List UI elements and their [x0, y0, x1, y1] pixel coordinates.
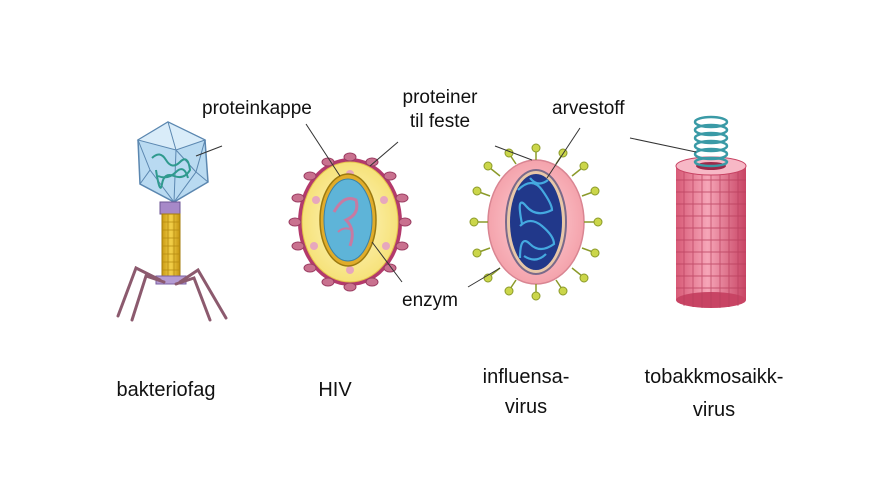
leader-lines: [195, 123, 697, 288]
virus-name-line1: bakteriofag: [116, 379, 216, 401]
virus-name-line2: virus: [504, 396, 548, 418]
virus-name-influensavirus: influensa- virus: [462, 362, 590, 422]
label-proteiner-line1: proteiner: [402, 87, 478, 108]
virus-name-line2: virus: [692, 399, 736, 421]
bacteriophage-illustration: [116, 121, 228, 322]
virus-name-line1: tobakkmosaikk-: [644, 366, 784, 388]
label-proteiner-line2: til feste: [409, 111, 471, 132]
virus-name-bakteriofag: bakteriofag: [96, 375, 236, 405]
hiv-illustration: [288, 152, 412, 292]
virus-name-line1: HIV: [318, 379, 352, 401]
label-arvestoff: arvestoff: [552, 98, 625, 119]
label-proteiner-til-feste: proteiner til feste: [388, 86, 492, 134]
label-enzym: enzym: [402, 290, 458, 311]
virus-name-line1: influensa-: [482, 366, 570, 388]
virus-name-hiv: HIV: [300, 375, 370, 405]
label-proteinkappe: proteinkappe: [202, 98, 312, 119]
influenza-illustration: [469, 143, 603, 301]
virus-name-tobakkmosaikkvirus: tobakkmosaikk- virus: [624, 362, 804, 425]
tmv-illustration: [675, 115, 747, 308]
